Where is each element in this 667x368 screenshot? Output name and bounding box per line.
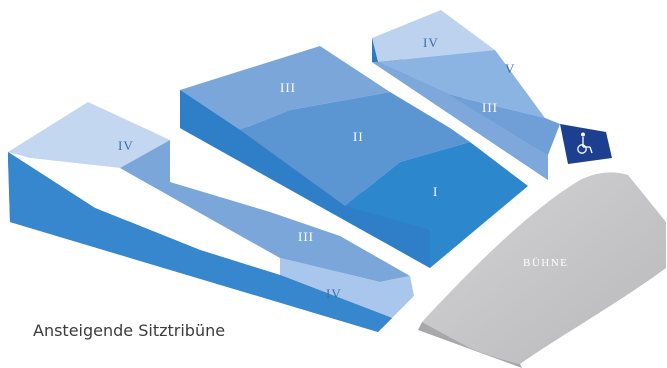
left-zone-iv [8, 102, 170, 168]
left-label-iv: IV [118, 138, 134, 153]
wheelchair-icon [577, 132, 593, 154]
center-label-i: I [433, 184, 438, 199]
center-zone-wall-top [180, 90, 430, 268]
stage-label: Bühne [523, 257, 568, 269]
stage-platform [422, 172, 666, 364]
right-zone-iii-upper [378, 50, 545, 118]
left-zone-iii [120, 140, 410, 282]
right-label-iv: IV [423, 35, 439, 50]
center-zone-ii [240, 92, 470, 206]
left-label-iii: III [298, 229, 314, 244]
center-zone-iii [180, 46, 390, 130]
left-label-iv-lower: IV [326, 286, 342, 301]
caption: Ansteigende Sitztribüne [33, 321, 226, 340]
right-label-v: V [505, 61, 515, 76]
right-zone-iii-lower [372, 62, 548, 180]
left-zone-v [8, 152, 280, 275]
center-block: III II I [180, 46, 528, 268]
left-zone-iv-lower [280, 258, 414, 318]
center-label-iii: III [280, 80, 296, 95]
center-label-ii: II [353, 129, 364, 144]
right-block: IV V III [372, 10, 612, 180]
right-zone-v [441, 10, 606, 132]
stage-area: Bühne [418, 172, 666, 368]
right-zone-iv [372, 10, 495, 62]
wheelchair-area [560, 124, 612, 164]
left-label-v: V [133, 198, 143, 213]
right-label-iii: III [482, 100, 498, 115]
right-zone-iii [450, 95, 560, 155]
left-zone-front [8, 152, 392, 332]
center-zone-i [345, 142, 528, 268]
stage-edge [418, 322, 522, 368]
left-block: IV V III IV [8, 102, 414, 332]
